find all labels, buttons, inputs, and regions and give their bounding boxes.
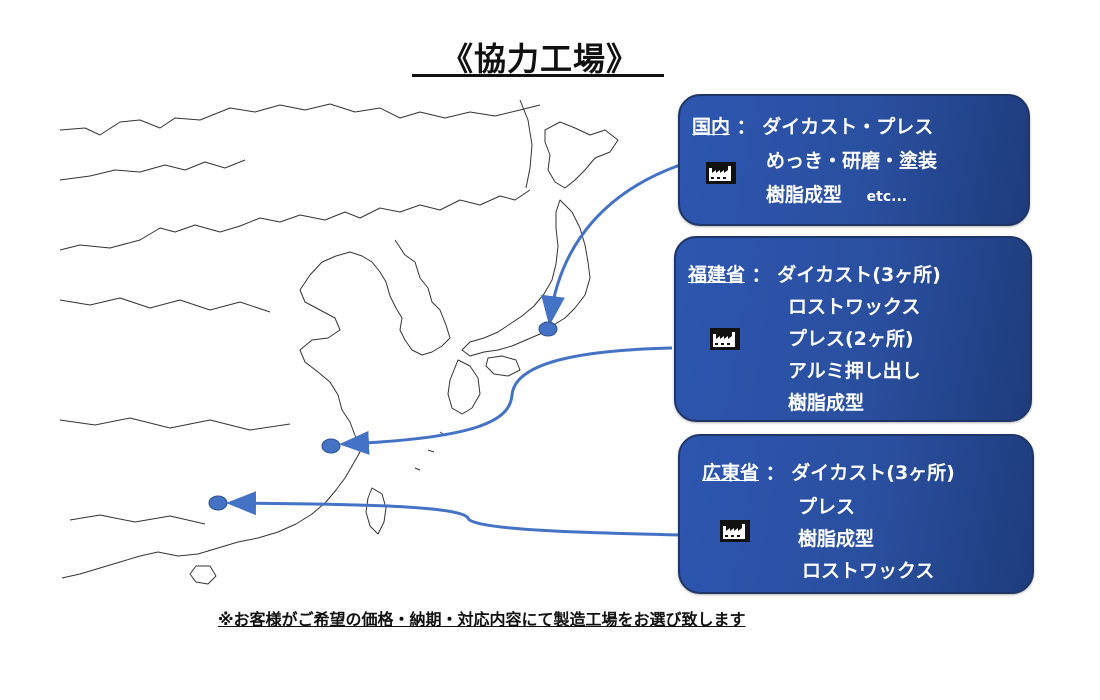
factory-icon — [720, 520, 750, 542]
guangdong-separator: ： — [765, 462, 785, 484]
domestic-line-1: ダイカスト・プレス — [762, 116, 934, 138]
fujian-line-2: ロストワックス — [788, 296, 921, 318]
marker-fujian — [321, 438, 341, 454]
footer-note: ※お客様がご希望の価格・納期・対応内容にて製造工場をお選び致します — [218, 610, 746, 629]
guangdong-line-2: プレス — [798, 496, 856, 518]
connection-arrows — [226, 163, 681, 537]
domestic-line-2: めっき・研磨・塗装 — [766, 150, 938, 172]
fujian-line-3: プレス(2ヶ所) — [788, 328, 914, 350]
fujian-line-5: 樹脂成型 — [788, 392, 865, 414]
domestic-label: 国内 — [692, 116, 731, 138]
arrow-guangdong — [226, 491, 681, 537]
fujian-label: 福建省 — [688, 264, 746, 286]
factory-icon — [706, 162, 736, 184]
fujian-line-4: アルミ押し出し — [788, 360, 921, 382]
domestic-box: 国内 ： ダイカスト・プレス めっき・研磨・塗装 樹脂成型 etc... — [678, 94, 1030, 226]
marker-guangdong — [208, 495, 228, 511]
arrow-domestic — [541, 163, 681, 326]
fujian-separator: ： — [751, 264, 771, 286]
guangdong-box: 広東省 ： ダイカスト(3ヶ所) プレス 樹脂成型 ロストワックス — [678, 434, 1034, 594]
coastlines — [59, 99, 619, 585]
domestic-line-3: 樹脂成型 — [766, 184, 843, 206]
title-underline — [412, 74, 664, 77]
fujian-line-1: ダイカスト(3ヶ所) — [777, 264, 941, 286]
domestic-separator: ： — [736, 116, 756, 138]
guangdong-line-4: ロストワックス — [802, 560, 935, 582]
guangdong-line-3: 樹脂成型 — [798, 528, 875, 550]
marker-japan — [538, 321, 558, 337]
fujian-box: 福建省 ： ダイカスト(3ヶ所) ロストワックス プレス(2ヶ所) アルミ押し出… — [674, 236, 1032, 422]
factory-icon — [710, 328, 740, 350]
arrow-fujian — [339, 346, 673, 455]
page-title: 《協力工場》 — [440, 40, 639, 78]
guangdong-line-1: ダイカスト(3ヶ所) — [791, 462, 955, 484]
guangdong-label: 広東省 — [702, 462, 760, 484]
domestic-etc: etc... — [866, 189, 908, 205]
